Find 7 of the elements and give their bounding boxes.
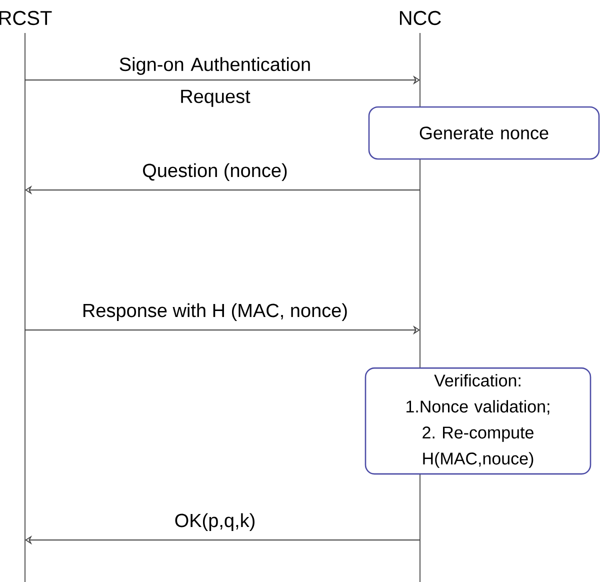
edge-label: OK(p,q,k) — [175, 513, 254, 531]
lifeline-label: NCC — [400, 10, 441, 26]
process-box: Generate nonce — [368, 106, 600, 160]
edge-label: Response with H (MAC, nonce) — [84, 303, 347, 321]
edge-label: Sign-on Authentication Request — [120, 57, 310, 107]
process-box: Verification: 1.Nonce validation; 2. Re-compute H(MAC,nouce) — [364, 367, 592, 475]
edge-label: Question (nonce) — [143, 163, 287, 181]
